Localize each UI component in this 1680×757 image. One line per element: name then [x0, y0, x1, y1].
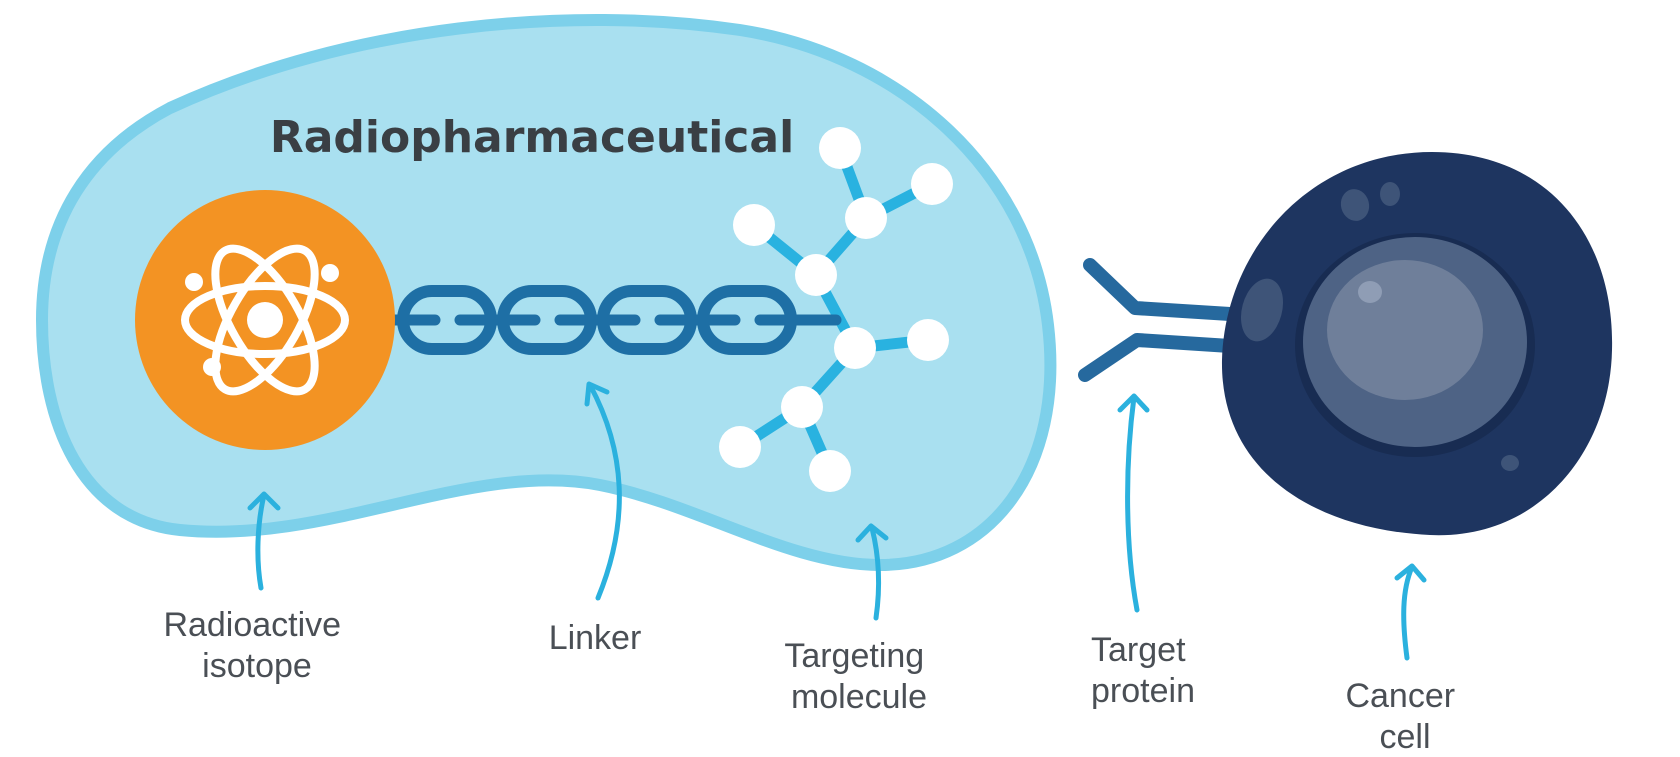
protein-arrow	[1125, 394, 1140, 613]
label-targeting-molecule-line1: Targeting	[784, 637, 924, 675]
cell-arrow	[1401, 564, 1415, 661]
atom-icon	[181, 244, 349, 396]
label-cancer-cell: Cancer cell	[1345, 677, 1464, 756]
label-linker-line1: Linker	[549, 619, 642, 657]
linker-arrow	[587, 382, 622, 601]
annotation-arrows	[247, 381, 1427, 661]
diagram-title: Radiopharmaceutical	[270, 112, 794, 163]
linker-chain	[360, 285, 842, 355]
label-linker: Linker	[549, 619, 642, 657]
cancer-cell	[1221, 152, 1613, 536]
target-protein	[1078, 258, 1237, 382]
isotope-arrow	[255, 492, 267, 591]
label-cancer-cell-line1: Cancer	[1345, 677, 1455, 715]
label-target-protein-line1: Target	[1091, 631, 1186, 669]
targeting-arrow	[869, 525, 882, 621]
label-radioactive-isotope-line1: Radioactive	[163, 606, 341, 644]
targeting-molecule	[719, 127, 953, 492]
label-target-protein-line2: protein	[1091, 672, 1195, 710]
label-cancer-cell-line2: cell	[1379, 718, 1430, 756]
label-targeting-molecule: Targeting molecule	[784, 637, 933, 716]
label-radioactive-isotope-line2: isotope	[202, 647, 312, 685]
radioactive-isotope	[135, 190, 395, 450]
label-target-protein: Target protein	[1091, 631, 1195, 710]
label-radioactive-isotope: Radioactive isotope	[163, 606, 350, 685]
label-targeting-molecule-line2: molecule	[791, 678, 927, 716]
